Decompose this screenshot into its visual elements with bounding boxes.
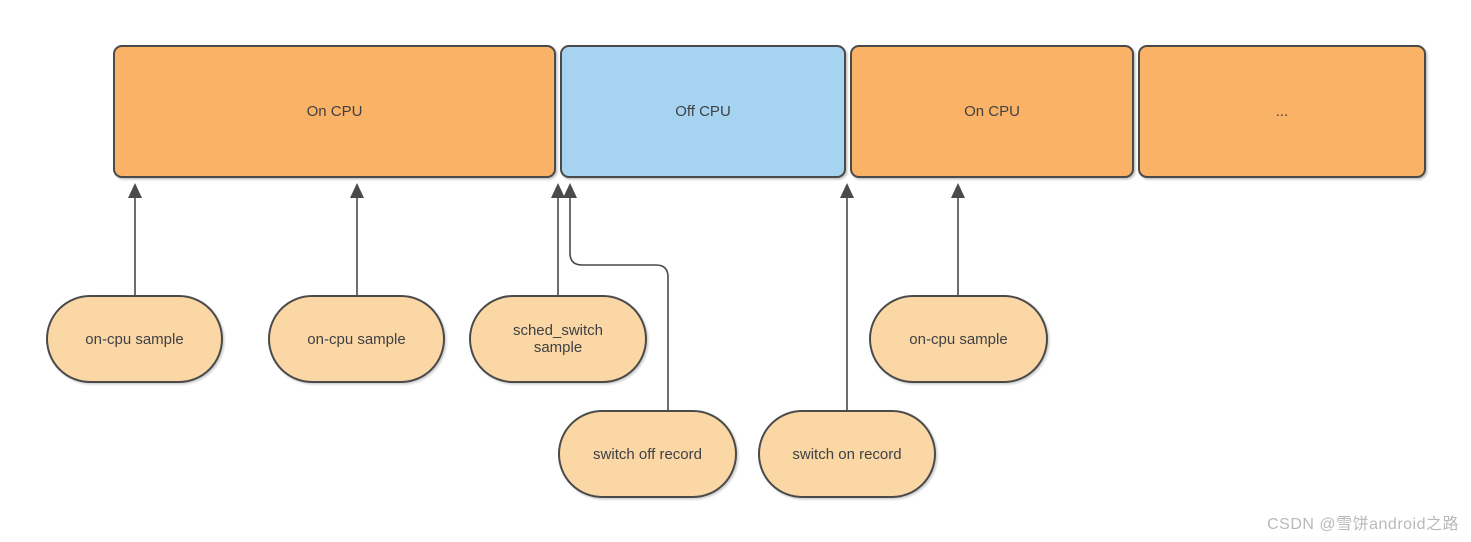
node-sched-switch-sample: sched_switch sample xyxy=(469,295,647,383)
node-on-cpu-sample-3: on-cpu sample xyxy=(869,295,1048,383)
node-label: sched_switch sample xyxy=(512,322,604,356)
node-on-cpu-sample-1: on-cpu sample xyxy=(46,295,223,383)
node-label: on-cpu sample xyxy=(909,330,1008,348)
node-on-cpu-sample-2: on-cpu sample xyxy=(268,295,445,383)
timeline-segment-ellipsis: ... xyxy=(1138,45,1426,178)
timeline-segment-label: On CPU xyxy=(306,103,363,120)
node-switch-on-record: switch on record xyxy=(758,410,936,498)
node-switch-off-record: switch off record xyxy=(558,410,737,498)
timeline-segment-off-cpu: Off CPU xyxy=(560,45,846,178)
node-label: on-cpu sample xyxy=(307,330,406,348)
watermark: CSDN @雪饼android之路 xyxy=(1267,516,1459,533)
node-label: on-cpu sample xyxy=(85,330,184,348)
timeline-segment-label: On CPU xyxy=(964,103,1020,120)
timeline-segment-on-cpu-2: On CPU xyxy=(850,45,1134,178)
timeline-segment-label: ... xyxy=(1275,103,1289,120)
timeline-segment-label: Off CPU xyxy=(675,103,731,120)
timeline-segment-on-cpu-1: On CPU xyxy=(113,45,556,178)
node-label: switch off record xyxy=(593,445,702,463)
node-label: switch on record xyxy=(792,445,902,463)
